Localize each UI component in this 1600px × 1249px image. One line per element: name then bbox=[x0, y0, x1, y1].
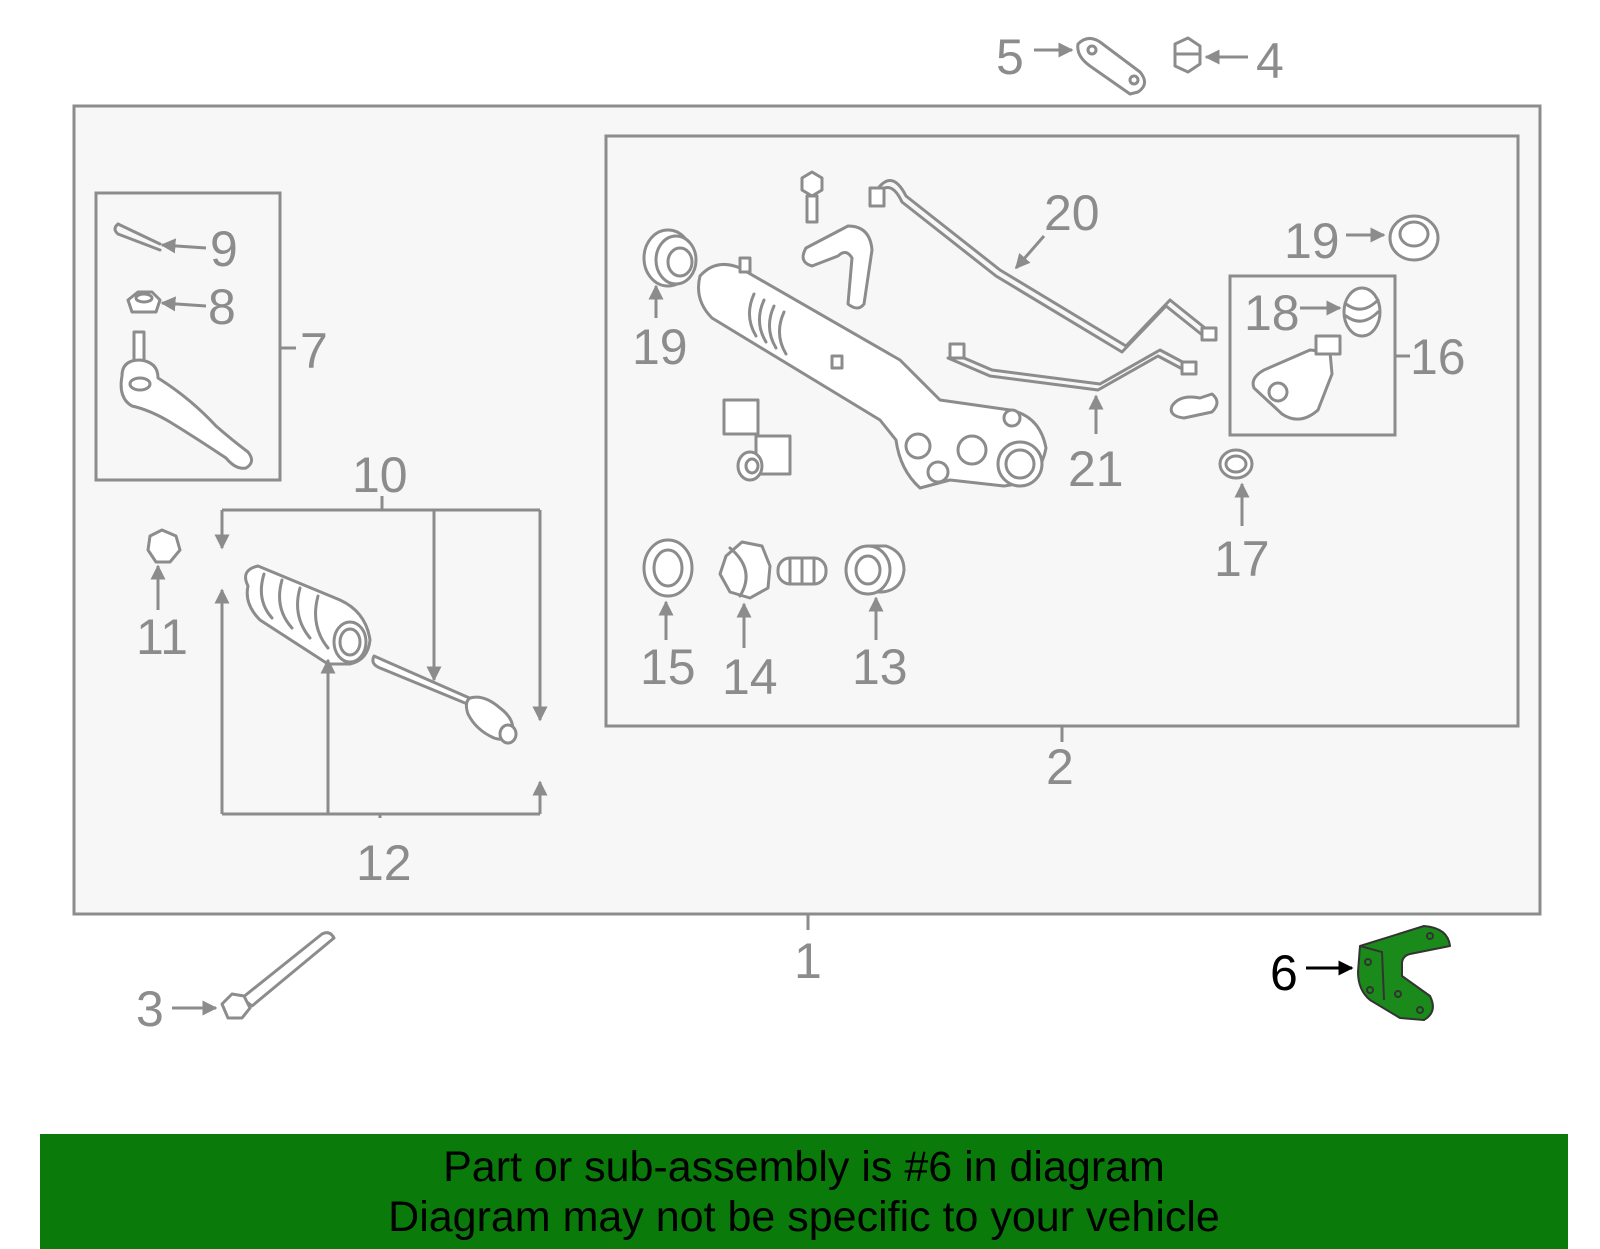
spring-small bbox=[776, 556, 828, 586]
callout-6[interactable]: 6 bbox=[1270, 945, 1298, 1001]
callout-16[interactable]: 16 bbox=[1410, 329, 1466, 385]
rack-housing bbox=[697, 256, 1048, 490]
nut-part-11 bbox=[146, 528, 182, 564]
callout-11[interactable]: 11 bbox=[136, 609, 188, 665]
info-banner: Part or sub-assembly is #6 in diagram Di… bbox=[40, 1134, 1568, 1249]
castle-nut-part-8 bbox=[126, 290, 162, 314]
callout-4[interactable]: 4 bbox=[1256, 33, 1284, 89]
boot-part-19-left bbox=[642, 228, 698, 288]
tie-rod-end-box bbox=[94, 191, 282, 482]
callout-19-right[interactable]: 19 bbox=[1284, 213, 1340, 269]
small-seal-group bbox=[1169, 392, 1219, 420]
callout-19-left[interactable]: 19 bbox=[632, 319, 688, 375]
pipe-part-21 bbox=[946, 342, 1198, 392]
callout-20[interactable]: 20 bbox=[1044, 185, 1100, 241]
bushing bbox=[722, 398, 792, 482]
nut-part-4 bbox=[1173, 36, 1202, 74]
callout-3[interactable]: 3 bbox=[136, 981, 164, 1037]
callout-2[interactable]: 2 bbox=[1046, 739, 1074, 795]
callout-labels: 1 2 3 4 5 6 7 8 9 10 11 12 13 14 15 16 1… bbox=[136, 29, 1466, 1037]
bushing-part-13 bbox=[844, 544, 906, 596]
callout-12[interactable]: 12 bbox=[356, 835, 412, 891]
callout-9[interactable]: 9 bbox=[210, 221, 238, 277]
seal-part-15 bbox=[642, 538, 694, 598]
callout-8[interactable]: 8 bbox=[208, 279, 236, 335]
pipe-part-20 bbox=[868, 179, 1218, 354]
callout-5[interactable]: 5 bbox=[996, 29, 1024, 85]
callout-15[interactable]: 15 bbox=[640, 639, 696, 695]
tie-rod-end bbox=[119, 330, 253, 470]
cap-part-14 bbox=[718, 540, 772, 600]
seal-part-17 bbox=[1218, 448, 1254, 480]
callout-14[interactable]: 14 bbox=[722, 649, 778, 705]
inner-tie-rod bbox=[371, 654, 518, 745]
banner-line-part-number: Part or sub-assembly is #6 in diagram bbox=[443, 1143, 1165, 1191]
spring-part-18 bbox=[1342, 286, 1382, 338]
boot-part-19-right bbox=[1388, 214, 1440, 262]
callout-1[interactable]: 1 bbox=[794, 933, 822, 989]
leader-lines bbox=[150, 42, 1410, 1016]
callout-18[interactable]: 18 bbox=[1244, 285, 1300, 341]
boot bbox=[244, 564, 372, 666]
callout-10[interactable]: 10 bbox=[352, 447, 408, 503]
bracket-part-6[interactable] bbox=[1357, 925, 1451, 1021]
info-banner-background bbox=[40, 1134, 1568, 1249]
callout-13[interactable]: 13 bbox=[852, 639, 908, 695]
bolt-part-3 bbox=[220, 931, 336, 1020]
banner-line-disclaimer: Diagram may not be specific to your vehi… bbox=[388, 1193, 1220, 1241]
bolt-and-clamp bbox=[800, 170, 874, 310]
callout-17[interactable]: 17 bbox=[1214, 531, 1270, 587]
plate-part-5 bbox=[1076, 37, 1146, 96]
valve-part-16 bbox=[1251, 334, 1342, 421]
cotter-pin-part-9 bbox=[113, 222, 162, 252]
callout-21[interactable]: 21 bbox=[1068, 441, 1124, 497]
callout-7[interactable]: 7 bbox=[300, 323, 328, 379]
